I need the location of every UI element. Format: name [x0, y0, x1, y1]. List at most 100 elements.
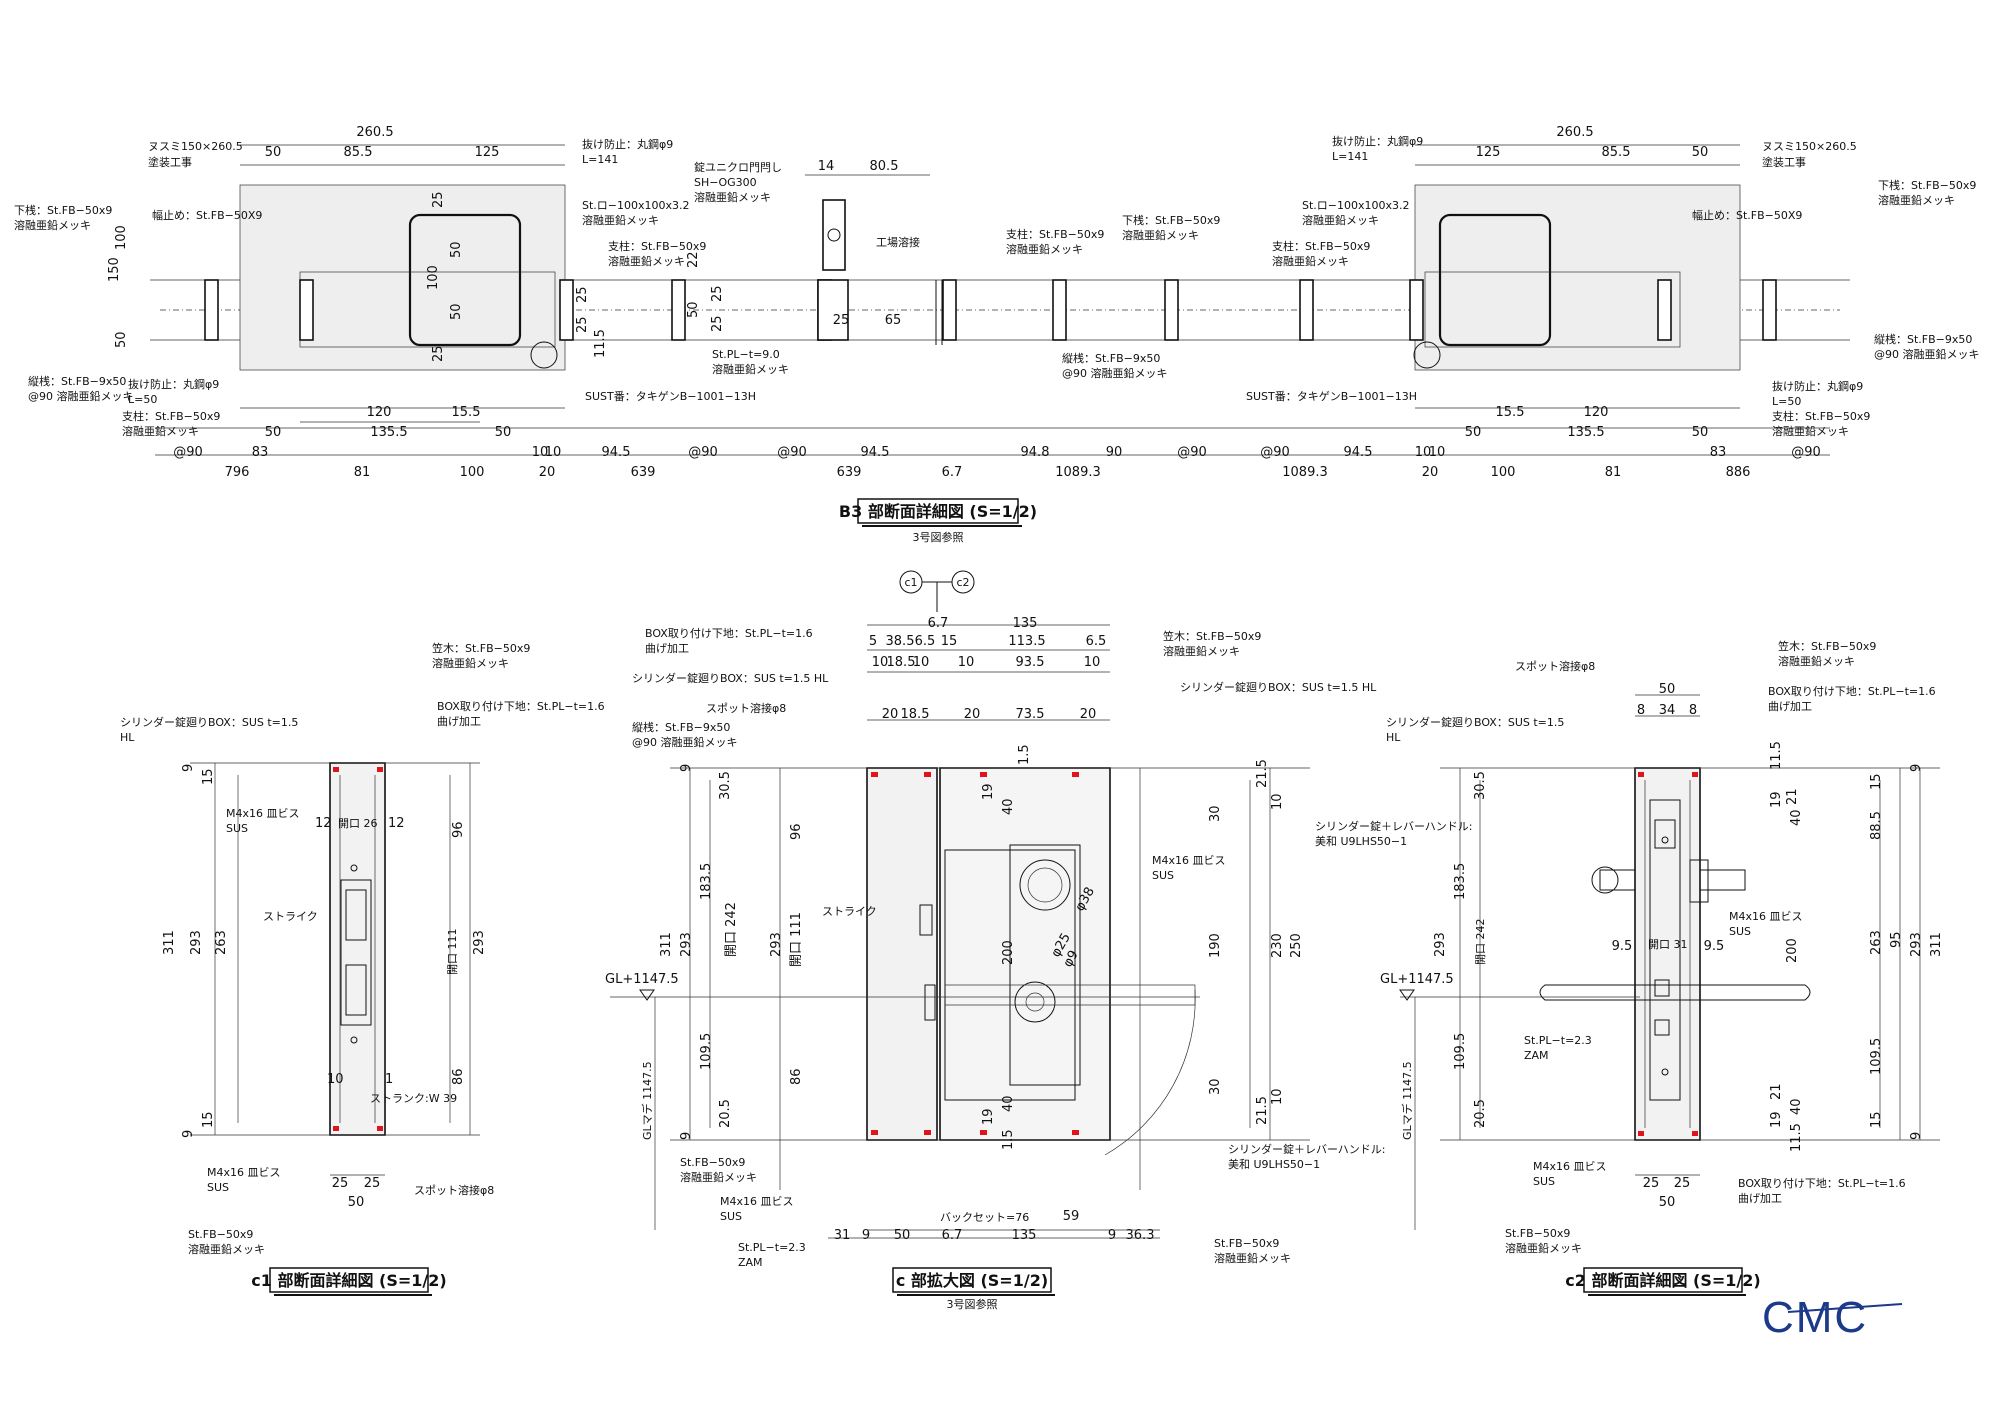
- b3-left-square-label: St.ロ−100x100x3.2: [582, 199, 690, 212]
- b3-left-stop-label: 幅止め：St.FB−50X9: [152, 209, 262, 222]
- c2-screw2-label: M4x16 皿ビス: [1533, 1160, 1607, 1173]
- c2-screw-label: SUS: [1729, 925, 1751, 938]
- logo-text: CMC: [1762, 1293, 1868, 1342]
- b3-left-rail-label: 下桟：St.FB−50x9: [14, 203, 112, 217]
- c2-spot-label: スポット溶接φ8: [1515, 659, 1595, 673]
- c1-dim-left: 9: [181, 1130, 196, 1138]
- c-screw-r-label: M4x16 皿ビス: [1152, 854, 1226, 867]
- b3-left-row3: 94.5: [602, 445, 631, 460]
- vertical-bar: [1164, 279, 1179, 341]
- b3-left-pin2-label: 抜け防止：丸鋼φ9: [128, 377, 219, 391]
- c-dim-row4: 73.5: [1016, 707, 1045, 722]
- c-dim-top: 135: [1013, 616, 1038, 631]
- c-dim-row4: 20: [882, 707, 899, 722]
- b3-left-row4: 796: [225, 465, 250, 480]
- c-dim-bottom: 36.3: [1126, 1228, 1155, 1243]
- c-backset-label: バックセット=76: [940, 1211, 1029, 1224]
- c1-bottom-rail-label: 溶融亜鉛メッキ: [188, 1242, 265, 1256]
- b3-right-conc-label: ヌスミ150×260.5: [1762, 140, 1857, 153]
- c-plate-label: ZAM: [738, 1256, 763, 1269]
- c1-box-plate-label: 曲げ加工: [437, 715, 481, 728]
- c2-dim-right: 15: [1869, 773, 1884, 790]
- c-dim-mid: 開口 242: [724, 902, 739, 957]
- b3-left-row3: @90: [688, 445, 718, 460]
- c-cyl-box-label: シリンダー錠廻りBOX：SUS t=1.5 HL: [632, 671, 829, 685]
- c1-opening-label: 開口 26: [338, 817, 378, 830]
- c-dim-row3: 18.5: [887, 655, 916, 670]
- c2-opening-label: 開口 31: [1648, 938, 1688, 951]
- vertical-bar: [299, 279, 314, 341]
- b3-left-post2-label: 支柱：St.FB−50x9: [122, 409, 220, 423]
- b3-vdim: 150: [107, 257, 122, 282]
- b3-right-dim: 125: [1476, 145, 1501, 160]
- b3-right-square-label: St.ロ−100x100x3.2: [1302, 199, 1410, 212]
- c-dim-bottom: 9: [1108, 1228, 1116, 1243]
- vertical-bar: [1299, 279, 1314, 341]
- c-vert-label: 縦桟：St.FB−9x50: [632, 720, 730, 734]
- b3-vdim: 100: [114, 225, 129, 250]
- c2-dim-right: 40: [1789, 1098, 1804, 1115]
- c-dim-mid: 開口 111: [789, 912, 804, 967]
- b3-right-dim: 50: [1692, 145, 1709, 160]
- b3-mid-vdim: 25: [710, 285, 725, 302]
- c2-dim-top: 8: [1689, 703, 1697, 718]
- c-dim-small: 200: [1001, 940, 1016, 965]
- b3-mid-vert-label: @90 溶融亜鉛メッキ: [1062, 366, 1168, 380]
- b3-mid-plate-label: 溶融亜鉛メッキ: [712, 362, 789, 376]
- c2-box-plate2-label: BOX取り付け下地：St.PL−t=1.6: [1738, 1177, 1906, 1190]
- b3-left-square-label: 溶融亜鉛メッキ: [582, 213, 659, 227]
- c-dim-left: 20.5: [718, 1099, 733, 1128]
- c-dim-left: 30.5: [718, 771, 733, 800]
- c2-dim-right: 21: [1785, 788, 1800, 805]
- c2-gl-v-label: GLマデ 1147.5: [1400, 1061, 1414, 1140]
- b3-right-row3: @90: [1260, 445, 1290, 460]
- c1-dim-bottom: 25: [332, 1176, 349, 1191]
- b3-right-dim: 85.5: [1602, 145, 1631, 160]
- c2-marker: c2: [956, 576, 969, 589]
- b3-right-row1: 15.5: [1496, 405, 1525, 420]
- b3-vdim: 50: [114, 331, 129, 348]
- c2-dim-right: 311: [1929, 932, 1944, 957]
- c1-dim-top: 12: [315, 816, 332, 831]
- c2-screw2-label: SUS: [1533, 1175, 1555, 1188]
- c-top-rail-label: 溶融亜鉛メッキ: [1163, 644, 1240, 658]
- b3-left-row4: 20: [539, 465, 556, 480]
- c2-dim-right: 293: [1909, 932, 1924, 957]
- b3-mid-lock-label: 錠ユニクロ門閂し: [694, 160, 782, 174]
- b3-right-row3: 10: [1415, 445, 1432, 460]
- c-dim-row3: 10: [872, 655, 889, 670]
- c-dim-row4: 20: [1080, 707, 1097, 722]
- c1-stroke-label: ストランク:W 39: [370, 1092, 457, 1105]
- c1-screw-label: M4x16 皿ビス: [226, 807, 300, 820]
- c1-dim-left: 9: [181, 764, 196, 772]
- b3-left-post-label: 溶融亜鉛メッキ: [608, 254, 685, 268]
- b3-left-total-dim: 260.5: [356, 125, 393, 140]
- b3-left-dim: 50: [265, 145, 282, 160]
- c-fb-label: 溶融亜鉛メッキ: [680, 1170, 757, 1184]
- c2-bottom-rail-label: St.FB−50x9: [1505, 1227, 1570, 1240]
- b3-left-row4: 639: [631, 465, 656, 480]
- c2-dim-right: 263: [1869, 930, 1884, 955]
- c-dim-small: 40: [1001, 1095, 1016, 1112]
- c2-dim-right: 109.5: [1869, 1038, 1884, 1075]
- vertical-bar: [559, 279, 574, 341]
- c1-dim-right: 96: [451, 821, 466, 838]
- c-dim-right: 250: [1289, 933, 1304, 958]
- c-dim-left: 109.5: [699, 1033, 714, 1070]
- c-dim-bottom: 59: [1063, 1209, 1080, 1224]
- b3-left-post2-label: 溶融亜鉛メッキ: [122, 424, 199, 438]
- c-dim-right: 10: [1270, 1088, 1285, 1105]
- c2-lock-label: 美和 U9LHS50−1: [1315, 835, 1407, 848]
- b3-mid-vdim: 50: [686, 301, 701, 318]
- c-dim-right: 21.5: [1255, 1096, 1270, 1125]
- c-dim-small: 19: [981, 1108, 996, 1125]
- c-dim-row4: 20: [964, 707, 981, 722]
- c1-box-plate-label: BOX取り付け下地：St.PL−t=1.6: [437, 700, 605, 713]
- c-dim-right: 30: [1208, 805, 1223, 822]
- c1-dim-left: 293: [189, 930, 204, 955]
- b3-mid-row3: @90: [1177, 445, 1207, 460]
- b3-vdim: 25: [431, 345, 446, 362]
- b3-left-pin-label: 抜け防止：丸鋼φ9: [582, 137, 673, 151]
- c-dim-left: 293: [679, 932, 694, 957]
- vertical-bar: [1052, 279, 1067, 341]
